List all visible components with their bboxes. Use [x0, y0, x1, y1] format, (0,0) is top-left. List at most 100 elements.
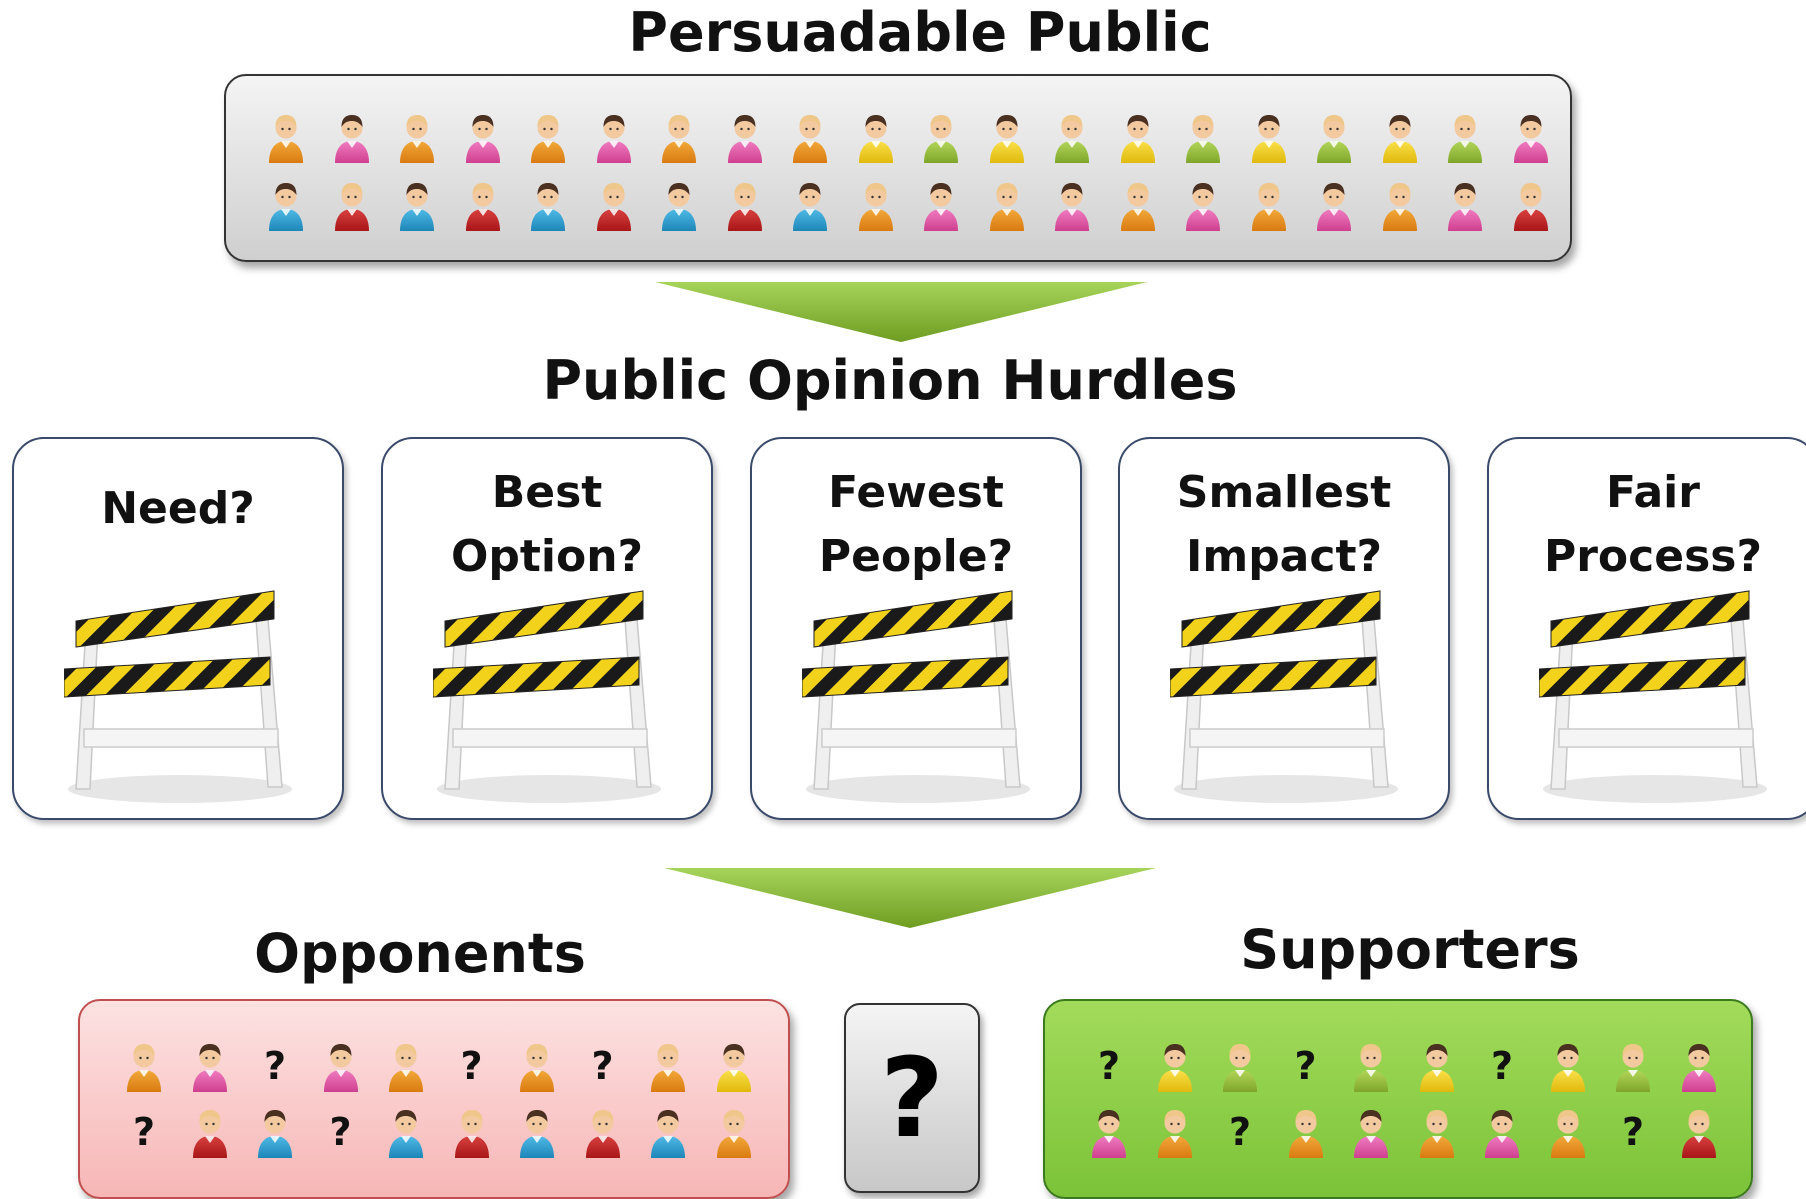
- person-icon: [644, 1039, 692, 1093]
- person-icon: [655, 178, 703, 232]
- person-icon: [1507, 178, 1555, 232]
- person-icon: [1544, 1105, 1592, 1159]
- public-opinion-hurdles-title: Public Opinion Hurdles: [542, 349, 1238, 412]
- undecided-box: ?: [844, 1003, 980, 1193]
- person-icon: [524, 110, 572, 164]
- persuadable-public-title: Persuadable Public: [628, 1, 1212, 64]
- person-icon: [1114, 178, 1162, 232]
- person-icon: [262, 178, 310, 232]
- person-icon: [1347, 1039, 1395, 1093]
- hurdle-label: Best: [491, 467, 603, 518]
- person-icon: [917, 110, 965, 164]
- barricade-icon: [1539, 590, 1767, 803]
- opponents-title: Opponents: [254, 922, 586, 985]
- person-icon: [1048, 178, 1096, 232]
- person-icon: [1310, 178, 1358, 232]
- person-icon: [1478, 1105, 1526, 1159]
- hurdle-label: Impact?: [1185, 531, 1383, 582]
- person-icon: [1151, 1039, 1199, 1093]
- question-mark: ?: [591, 1044, 614, 1088]
- person-icon: [786, 110, 834, 164]
- person-icon: [120, 1039, 168, 1093]
- persuadable-public-panel: [224, 74, 1572, 262]
- hurdle-card: Need?: [12, 437, 344, 820]
- hurdle-label: Smallest: [1176, 467, 1392, 518]
- person-icon: [710, 1039, 758, 1093]
- person-icon: [917, 178, 965, 232]
- person-icon: [448, 1105, 496, 1159]
- question-mark: ?: [1490, 1044, 1514, 1088]
- person-icon: [1179, 110, 1227, 164]
- person-icon: [1441, 110, 1489, 164]
- person-icon: [1245, 110, 1293, 164]
- supporters-panel: ?????: [1043, 999, 1753, 1199]
- person-icon: [1114, 110, 1162, 164]
- person-icon: [393, 110, 441, 164]
- person-icon: [1245, 178, 1293, 232]
- person-icon: [328, 178, 376, 232]
- person-icon: [186, 1105, 234, 1159]
- hurdle-label: People?: [818, 531, 1014, 582]
- person-icon: [644, 1105, 692, 1159]
- person-icon: [317, 1039, 365, 1093]
- person-icon: [1413, 1105, 1461, 1159]
- person-icon: [513, 1105, 561, 1159]
- person-icon: [524, 178, 572, 232]
- person-icon: [710, 1105, 758, 1159]
- hurdle-label: Fair: [1606, 467, 1700, 518]
- person-icon: [1151, 1105, 1199, 1159]
- question-mark: ?: [1294, 1044, 1317, 1088]
- person-icon: [1216, 1039, 1264, 1093]
- hurdle-label: Need?: [101, 483, 255, 534]
- person-icon: [1048, 110, 1096, 164]
- person-icon: [262, 110, 310, 164]
- person-icon: [328, 110, 376, 164]
- person-icon: [1609, 1039, 1657, 1093]
- person-icon: [513, 1039, 561, 1093]
- barricade-icon: [64, 590, 292, 803]
- person-icon: [1544, 1039, 1592, 1093]
- person-icon: [590, 178, 638, 232]
- person-icon: [1675, 1039, 1723, 1093]
- question-mark: ?: [263, 1044, 287, 1088]
- person-icon: [382, 1039, 430, 1093]
- person-icon: [1376, 110, 1424, 164]
- down-arrow-icon: [655, 282, 1147, 342]
- person-icon: [1675, 1105, 1723, 1159]
- person-icon: [1282, 1105, 1330, 1159]
- person-icon: [1179, 178, 1227, 232]
- person-icon: [382, 1105, 430, 1159]
- hurdle-label: Process?: [1543, 531, 1762, 582]
- question-mark: ?: [1621, 1110, 1645, 1154]
- person-icon: [393, 178, 441, 232]
- person-icon: [983, 178, 1031, 232]
- person-icon: [721, 178, 769, 232]
- person-icon: [983, 110, 1031, 164]
- question-mark: ?: [1097, 1044, 1121, 1088]
- barricade-icon: [1170, 590, 1398, 803]
- opponents-panel: ?????: [78, 999, 790, 1199]
- supporters-title: Supporters: [1240, 918, 1580, 981]
- hurdle-label: Option?: [450, 531, 644, 582]
- person-icon: [1413, 1039, 1461, 1093]
- person-icon: [852, 178, 900, 232]
- person-icon: [1310, 110, 1358, 164]
- person-icon: [186, 1039, 234, 1093]
- question-mark: ?: [460, 1044, 483, 1088]
- person-icon: [251, 1105, 299, 1159]
- question-mark: ?: [132, 1110, 156, 1154]
- person-icon: [590, 110, 638, 164]
- person-icon: [1441, 178, 1489, 232]
- question-mark: ?: [1228, 1110, 1252, 1154]
- person-icon: [1507, 110, 1555, 164]
- person-icon: [579, 1105, 627, 1159]
- person-icon: [655, 110, 703, 164]
- hurdle-label: Fewest: [828, 467, 1004, 518]
- person-icon: [721, 110, 769, 164]
- question-mark: ?: [880, 1034, 944, 1162]
- down-arrow-icon: [664, 868, 1156, 928]
- person-icon: [459, 178, 507, 232]
